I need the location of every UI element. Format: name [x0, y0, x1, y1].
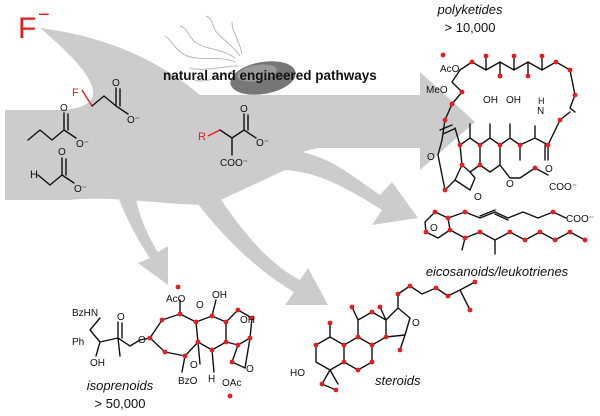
- iso-aco: AcO: [166, 294, 186, 305]
- flow-arrows: [5, 28, 475, 305]
- steroid-o: O: [412, 318, 420, 329]
- eico-o: O: [430, 223, 438, 234]
- eicosanoid-structure: O COO⁻: [423, 209, 594, 255]
- iso-oac: OAc: [222, 378, 241, 389]
- eicosanoids-name: eicosanoids/leukotrienes: [426, 264, 569, 279]
- svg-text:O: O: [58, 147, 66, 158]
- arrow-polyketides: [5, 28, 475, 205]
- steroids-name: steroids: [375, 373, 421, 388]
- pk-oh2: OH: [506, 95, 521, 106]
- fluoride-symbol: F: [18, 12, 36, 45]
- iso-o-d: O: [246, 364, 254, 375]
- isoprenoid-structure: BzHN Ph OH O AcO O OH H OH BzO OAc O O O: [72, 284, 255, 399]
- steroid-ho: HO: [290, 368, 305, 379]
- polyketides-name: polyketides: [436, 2, 503, 17]
- malonate-coo: COO⁻: [220, 158, 248, 169]
- iso-bzo: BzO: [178, 376, 198, 387]
- propionate-charge: O⁻: [76, 139, 89, 150]
- pk-n: N: [537, 106, 544, 117]
- iso-bzhn: BzHN: [72, 308, 98, 319]
- isoprenoids-name: isoprenoids: [87, 378, 154, 393]
- svg-text:O: O: [60, 103, 68, 114]
- arrow-steroids: [195, 190, 328, 305]
- iso-o-b: O: [138, 335, 146, 346]
- pk-aco: AcO: [440, 64, 460, 75]
- fluoroacetate-charge: O⁻: [127, 115, 140, 126]
- propionate: O O⁻: [27, 103, 89, 150]
- svg-text:O: O: [240, 104, 248, 115]
- acetate-charge: O⁻: [74, 184, 87, 195]
- iso-oh-b: OH: [212, 290, 227, 301]
- eico-coo: COO⁻: [566, 214, 594, 225]
- arrow-isoprenoids: [118, 195, 168, 285]
- steroid-structure: HO O: [290, 279, 478, 393]
- acetate: H O O⁻: [30, 147, 87, 195]
- fluoroacetate-f: F: [72, 87, 79, 99]
- pk-oh1: OH: [483, 95, 498, 106]
- malonate-r: R: [198, 131, 206, 143]
- polyketide-structure: AcO MeO OH OH H N O O O O COO⁻: [426, 52, 578, 203]
- iso-oh-c: OH: [240, 315, 255, 326]
- pk-coo: COO⁻: [549, 182, 577, 193]
- iso-o-a: O: [117, 312, 125, 323]
- polyketides-count: > 10,000: [445, 20, 496, 35]
- bacterium-icon: [164, 15, 296, 95]
- acetate-h: H: [30, 169, 38, 181]
- pk-nh: H: [538, 96, 545, 106]
- pk-o2: O: [474, 192, 482, 203]
- iso-ph: Ph: [72, 337, 84, 348]
- pk-o4: O: [506, 179, 514, 190]
- pk-meo: MeO: [426, 85, 448, 96]
- malonate: R O O⁻ COO⁻: [198, 104, 269, 169]
- pk-o1: O: [427, 152, 435, 163]
- pathways-label: natural and engineered pathways: [163, 68, 377, 83]
- iso-h: H: [208, 374, 215, 385]
- fluoroacetate: F O⁻ O: [72, 78, 140, 126]
- iso-o-e: O: [190, 360, 198, 371]
- arrow-eicosanoids: [285, 150, 418, 225]
- pk-o3: O: [545, 164, 553, 175]
- malonate-charge: O⁻: [256, 138, 269, 149]
- iso-oh-a: OH: [90, 358, 105, 369]
- isoprenoids-count: > 50,000: [95, 396, 146, 411]
- svg-text:O: O: [112, 78, 120, 89]
- iso-o-c: O: [196, 300, 204, 311]
- fluoride-charge: −: [38, 4, 50, 26]
